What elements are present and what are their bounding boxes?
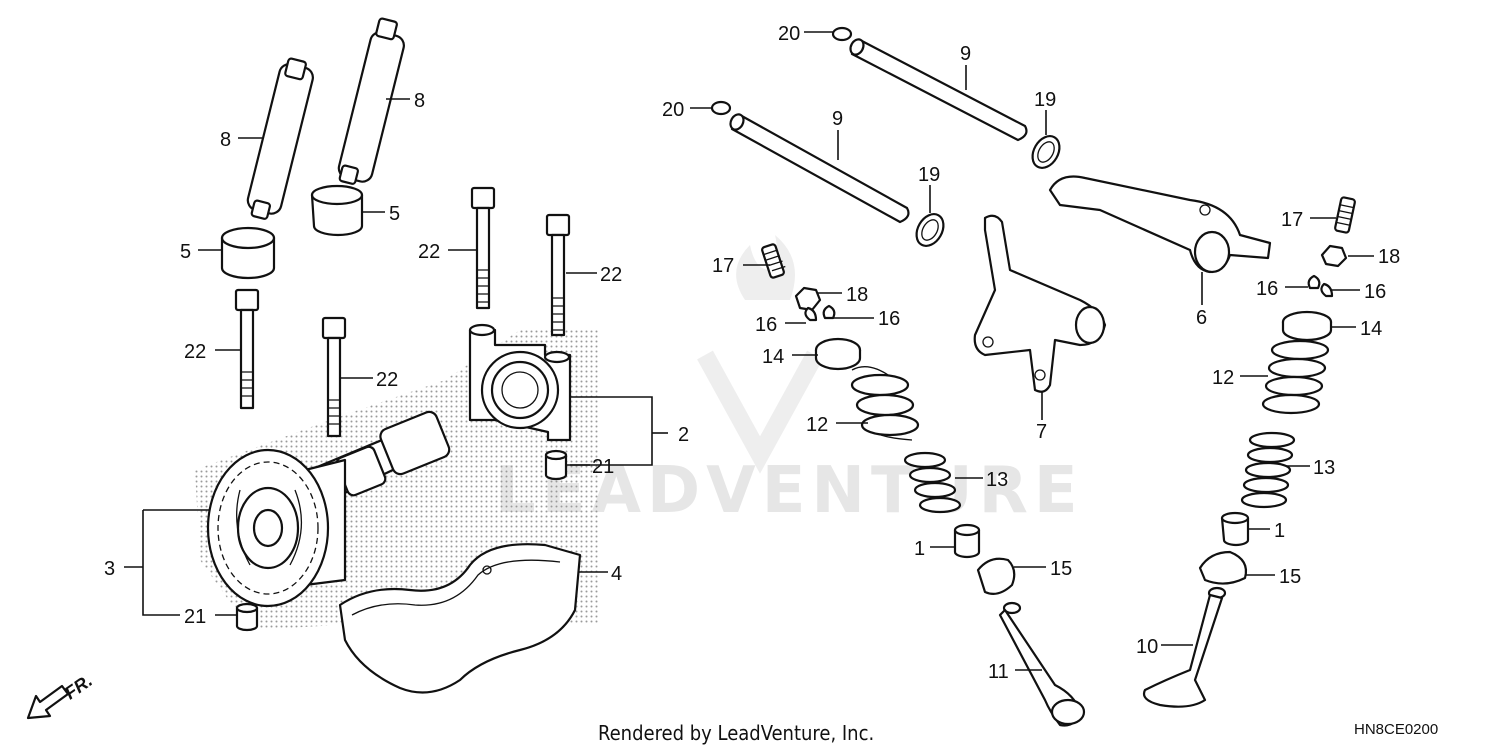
dowel-pin-upper bbox=[544, 449, 568, 481]
valve-left bbox=[998, 601, 1086, 727]
outer-spring-right bbox=[1261, 339, 1330, 415]
callout-19: 19 bbox=[918, 164, 940, 186]
ring-upper bbox=[1031, 135, 1061, 169]
callout-9: 9 bbox=[832, 108, 843, 130]
cotter-left bbox=[804, 304, 836, 322]
callout-4: 4 bbox=[611, 563, 622, 585]
o-ring-upper bbox=[831, 26, 853, 42]
retainer-right bbox=[1281, 310, 1333, 342]
adjuster-screw-left bbox=[761, 243, 786, 279]
callout-16: 16 bbox=[1256, 278, 1278, 300]
cotter-right bbox=[1307, 274, 1334, 298]
lock-nut-left bbox=[794, 286, 822, 312]
callout-6: 6 bbox=[1196, 307, 1207, 329]
front-arrow-icon bbox=[26, 684, 70, 720]
callout-18: 18 bbox=[846, 284, 868, 306]
front-direction-indicator: FR. bbox=[26, 670, 96, 720]
callout-5: 5 bbox=[389, 203, 400, 225]
callout-20: 20 bbox=[662, 99, 684, 121]
callout-16: 16 bbox=[755, 314, 777, 336]
spring-seat-left bbox=[976, 557, 1016, 595]
callout-14: 14 bbox=[762, 346, 784, 368]
callout-3: 3 bbox=[104, 558, 115, 580]
adjuster-screw-right bbox=[1334, 196, 1356, 234]
leader-lines bbox=[124, 31, 1374, 671]
rocker-shaft-lower bbox=[729, 113, 910, 224]
callout-14: 14 bbox=[1360, 318, 1382, 340]
pushrod-tube-left bbox=[246, 57, 314, 220]
dowel-pin-lower bbox=[235, 602, 259, 632]
callout-1: 1 bbox=[1274, 520, 1285, 542]
callout-22: 22 bbox=[184, 341, 206, 363]
callout-15: 15 bbox=[1050, 558, 1072, 580]
callout-21: 21 bbox=[184, 606, 206, 628]
collar-left bbox=[220, 226, 276, 280]
callout-22: 22 bbox=[418, 241, 440, 263]
callout-13: 13 bbox=[1313, 457, 1335, 479]
spring-seat-right bbox=[1198, 550, 1248, 585]
callout-12: 12 bbox=[806, 414, 828, 436]
camshaft-assembly bbox=[206, 410, 451, 608]
callout-22: 22 bbox=[600, 264, 622, 286]
valve-seal-right bbox=[1220, 511, 1250, 547]
callout-13: 13 bbox=[986, 469, 1008, 491]
inner-spring-right bbox=[1240, 431, 1296, 509]
callout-19: 19 bbox=[1034, 89, 1056, 111]
o-ring-lower bbox=[710, 100, 732, 116]
rocker-arm-right bbox=[1048, 175, 1272, 274]
callout-1: 1 bbox=[914, 538, 925, 560]
front-label: FR. bbox=[61, 670, 96, 703]
outer-spring-left bbox=[850, 366, 920, 441]
callout-20: 20 bbox=[778, 23, 800, 45]
callout-8: 8 bbox=[220, 129, 231, 151]
pushrod-tube-right bbox=[337, 17, 405, 185]
bolt-1 bbox=[470, 186, 496, 310]
bolt-2 bbox=[545, 213, 571, 337]
valve-right bbox=[1142, 586, 1227, 708]
rocker-arm-center bbox=[973, 214, 1107, 393]
callouts: 8 8 5 5 22 22 22 22 2 21 21 3 4 20 20 9 … bbox=[104, 23, 1400, 683]
lock-nut-right bbox=[1320, 244, 1348, 268]
inner-spring-left bbox=[903, 451, 962, 514]
rocker-shaft-upper bbox=[849, 38, 1028, 142]
collar-right bbox=[310, 184, 364, 237]
callout-2: 2 bbox=[678, 424, 689, 446]
callout-16: 16 bbox=[1364, 281, 1386, 303]
callout-7: 7 bbox=[1036, 421, 1047, 443]
retainer-left bbox=[814, 337, 862, 371]
callout-17: 17 bbox=[712, 255, 734, 277]
bolt-4 bbox=[321, 316, 347, 438]
callout-11: 11 bbox=[988, 661, 1009, 683]
oil-tray bbox=[338, 543, 582, 694]
callout-17: 17 bbox=[1281, 209, 1303, 231]
callout-22: 22 bbox=[376, 369, 398, 391]
callout-8: 8 bbox=[414, 90, 425, 112]
ring-lower bbox=[915, 213, 945, 247]
callout-9: 9 bbox=[960, 43, 971, 65]
callout-15: 15 bbox=[1279, 566, 1301, 588]
bolt-3 bbox=[234, 288, 260, 410]
footer-credit: Rendered by LeadVenture, Inc. bbox=[598, 721, 874, 745]
diagram-code: HN8CE0200 bbox=[1354, 721, 1438, 738]
callout-16: 16 bbox=[878, 308, 900, 330]
callout-18: 18 bbox=[1378, 246, 1400, 268]
valve-seal-left bbox=[953, 523, 981, 559]
callout-5: 5 bbox=[180, 241, 191, 263]
callout-12: 12 bbox=[1212, 367, 1234, 389]
callout-10: 10 bbox=[1136, 636, 1158, 658]
callout-21: 21 bbox=[592, 456, 614, 478]
